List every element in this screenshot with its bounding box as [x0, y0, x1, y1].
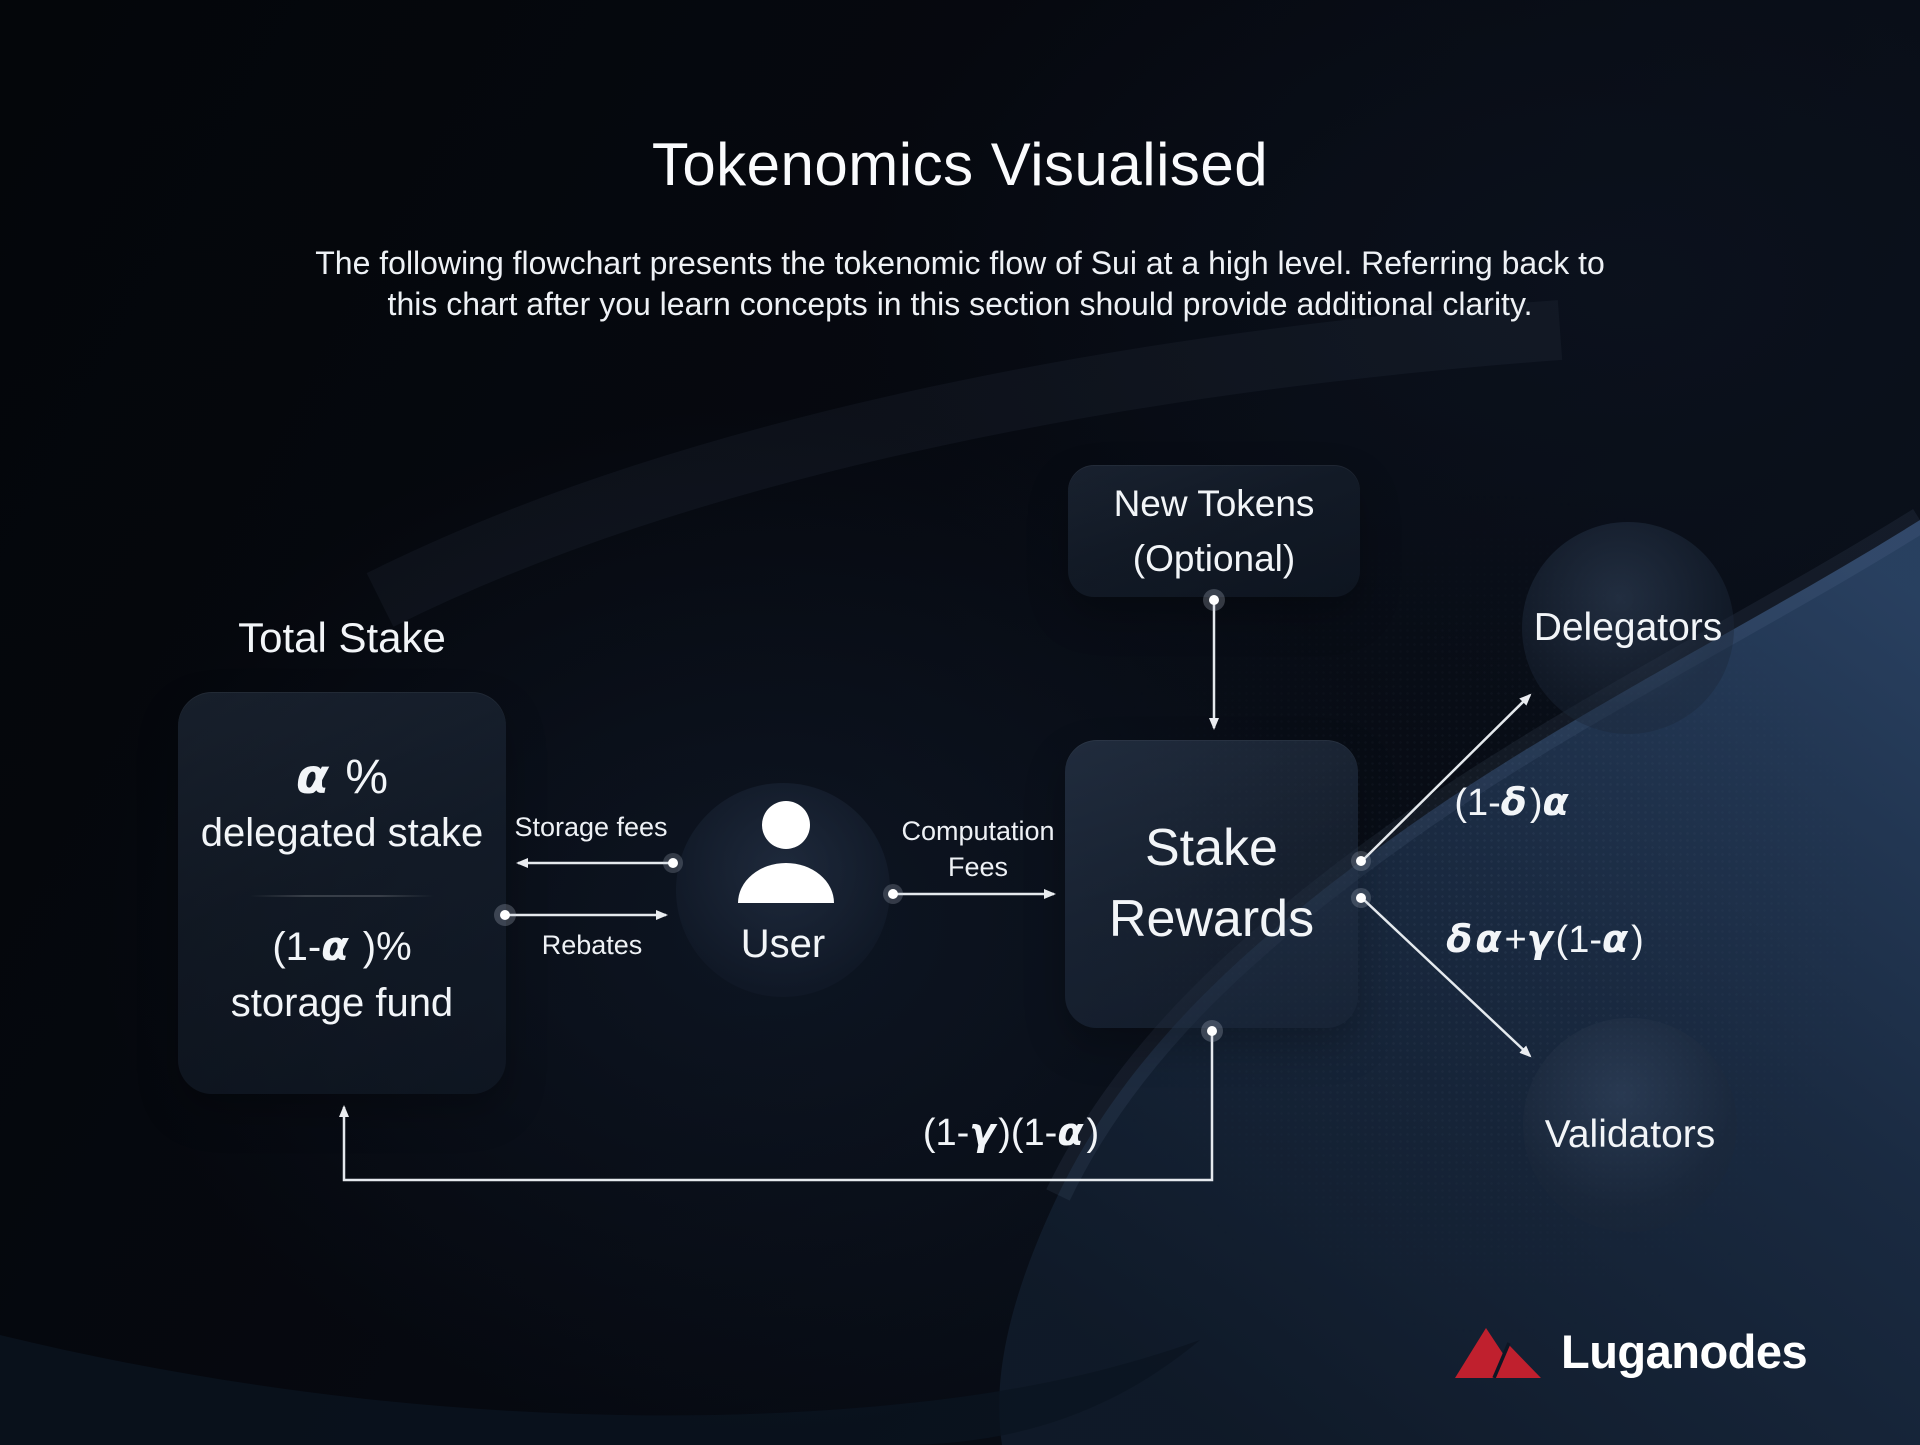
greek-symbol: α — [1057, 1110, 1084, 1154]
stake-rewards-line1: Stake — [1145, 819, 1278, 877]
greek-symbol: δ — [1446, 917, 1473, 961]
storage-fund-formula: (1-α )% — [272, 924, 412, 970]
logo-text: Luganodes — [1561, 1324, 1808, 1378]
subtitle-line2: this chart after you learn concepts in t… — [387, 286, 1533, 322]
new-tokens-node: New Tokens (Optional) — [1068, 465, 1360, 597]
user-label: User — [740, 922, 826, 966]
divider — [250, 895, 434, 897]
delegators-label: Delegators — [1533, 606, 1723, 649]
storage-fees-label: Storage fees — [514, 812, 668, 842]
new-tokens-line2: (Optional) — [1132, 538, 1296, 579]
to-delegators-formula: (1-δ)α — [1383, 780, 1643, 825]
person-icon — [738, 801, 834, 903]
halftone-texture — [900, 480, 1920, 1445]
greek-symbol: α — [1542, 780, 1569, 824]
delegated-stake-label: delegated stake — [200, 811, 484, 855]
greek-symbol: α — [1602, 917, 1629, 961]
luganodes-logo: Luganodes — [1455, 1322, 1808, 1380]
computation-fees-line1: Computation — [901, 816, 1055, 846]
rebates-label: Rebates — [541, 930, 643, 960]
to-validators-formula: δα+γ(1-α) — [1446, 917, 1644, 961]
page-title: Tokenomics Visualised — [651, 131, 1269, 198]
total-stake-title: Total Stake — [238, 614, 446, 661]
page-subtitle: The following flowchart presents the tok… — [0, 243, 1920, 325]
validators-node: Validators — [1523, 1018, 1737, 1232]
validators-label: Validators — [1544, 1113, 1716, 1156]
greek-symbol: α — [296, 749, 329, 805]
greek-symbol: α — [1475, 917, 1502, 961]
delegators-node: Delegators — [1522, 522, 1734, 734]
stake-rewards-node: Stake Rewards — [1065, 740, 1358, 1028]
greek-symbol: δ — [1500, 780, 1527, 824]
to-storage-fund-formula: (1-γ)(1-α) — [922, 1110, 1100, 1154]
storage-fund-label: storage fund — [230, 981, 454, 1025]
subtitle-line1: The following flowchart presents the tok… — [315, 245, 1605, 281]
greek-symbol: γ — [1526, 917, 1553, 961]
stake-rewards-line2: Rewards — [1108, 890, 1315, 948]
computation-fees-label: Computation Fees — [868, 813, 1088, 885]
delegated-stake-formula: α % — [296, 749, 388, 805]
total-stake-node: α % delegated stake (1-α )% storage fund — [178, 692, 506, 1094]
computation-fees-line2: Fees — [947, 852, 1009, 882]
greek-symbol: γ — [969, 1110, 996, 1154]
greek-symbol: α — [321, 924, 349, 970]
new-tokens-line1: New Tokens — [1113, 483, 1315, 524]
mountain-peaks-icon — [1455, 1328, 1541, 1378]
